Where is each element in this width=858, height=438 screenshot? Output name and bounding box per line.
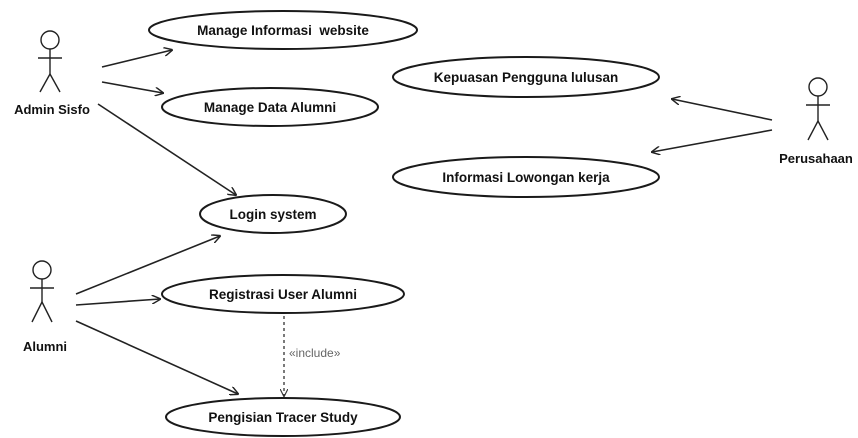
actor-head [808, 77, 828, 97]
use-case-ellipse [392, 56, 660, 98]
use-case-ellipse [392, 156, 660, 198]
association-alumni-registrasi [75, 299, 160, 306]
use-case-label: Registrasi User Alumni [209, 287, 357, 302]
use-case-manage-data-alumni[interactable]: Manage Data Alumni [161, 87, 379, 127]
stereotype-bg [287, 344, 349, 360]
actor-head [40, 30, 60, 50]
actor-right-leg [41, 301, 53, 323]
use-case-pengisian-tracer-study[interactable]: Pengisian Tracer Study [165, 397, 401, 437]
use-case-ellipse [161, 87, 379, 127]
use-case-label: Manage Informasi website [197, 23, 369, 38]
use-case-ellipse [199, 194, 347, 234]
actor-right-leg [49, 73, 61, 93]
actor-right-leg [817, 120, 829, 141]
association-admin-manage-info [101, 50, 172, 68]
use-case-label: Pengisian Tracer Study [208, 410, 358, 425]
use-case-ellipse [148, 10, 418, 50]
use-case-login-system[interactable]: Login system [199, 194, 347, 234]
actor-admin-sisfo[interactable]: Admin Sisfo [14, 30, 90, 117]
use-case-kepuasan-pengguna-lulusan[interactable]: Kepuasan Pengguna lulusan [392, 56, 660, 98]
use-case-label: Login system [229, 207, 316, 222]
actor-label-perusahaan: Perusahaan [779, 151, 853, 166]
association-alumni-login [75, 236, 220, 295]
use-case-label: Informasi Lowongan kerja [442, 170, 610, 185]
actor-left-leg [807, 120, 819, 141]
use-case-ellipse [165, 397, 401, 437]
actor-left-leg [31, 301, 43, 323]
association-admin-manage-alumni [101, 81, 163, 93]
include-stereotype-label: «include» [289, 346, 341, 360]
association-alumni-tracer [75, 320, 238, 394]
use-case-registrasi-user-alumni[interactable]: Registrasi User Alumni [161, 274, 405, 314]
association-perusahaan-kepuasan [672, 99, 773, 121]
association-admin-login [97, 103, 236, 195]
use-case-label: Manage Data Alumni [204, 100, 336, 115]
actor-label-alumni: Alumni [23, 339, 67, 354]
use-case-informasi-lowongan-kerja[interactable]: Informasi Lowongan kerja [392, 156, 660, 198]
association-perusahaan-lowongan [652, 129, 773, 152]
use-case-manage-informasi-website[interactable]: Manage Informasi website [148, 10, 418, 50]
actor-alumni[interactable]: Alumni [23, 260, 67, 354]
actor-head [32, 260, 52, 280]
actor-left-leg [39, 73, 51, 93]
use-case-ellipse [161, 274, 405, 314]
actor-perusahaan[interactable]: Perusahaan [779, 77, 853, 166]
use-case-label: Kepuasan Pengguna lulusan [434, 70, 619, 85]
actor-label-admin: Admin Sisfo [14, 102, 90, 117]
